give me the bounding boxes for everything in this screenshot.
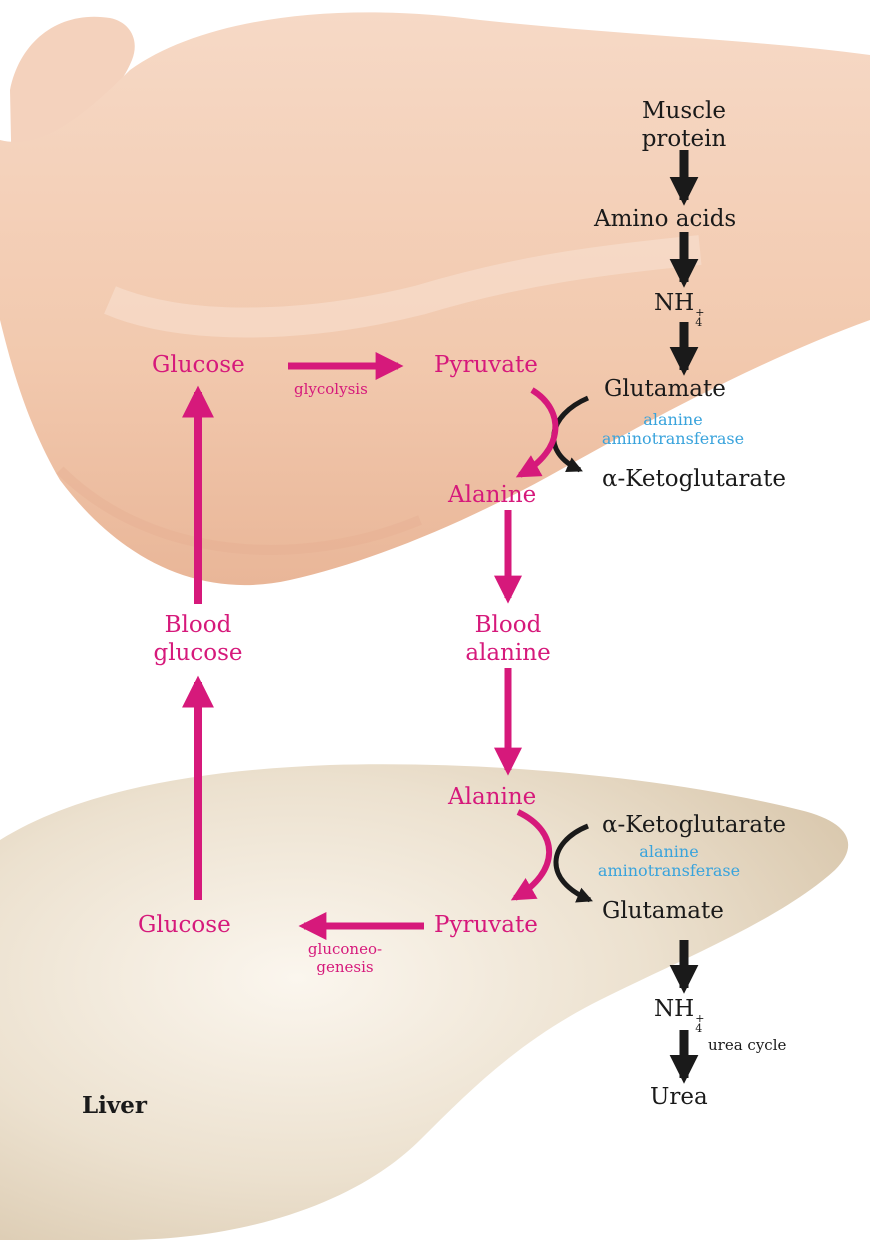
- liver-region-label: Liver: [82, 1092, 147, 1120]
- liver-glutamate-label: Glutamate: [602, 898, 724, 926]
- liver-enzyme-label: alanine aminotransferase: [564, 842, 774, 880]
- blood-glucose-label: Blood glucose: [140, 612, 256, 667]
- liver-nh4-text: NH: [654, 996, 694, 1022]
- liver-glucose-label: Glucose: [138, 912, 231, 940]
- liver-enzyme-line2: aminotransferase: [564, 861, 774, 880]
- muscle-enzyme-line2: aminotransferase: [568, 429, 778, 448]
- muscle-enzyme-label: alanine aminotransferase: [568, 410, 778, 448]
- blood-glucose-line2: glucose: [140, 640, 256, 668]
- muscle-enzyme-line1: alanine: [568, 410, 778, 429]
- urea-label: Urea: [650, 1084, 708, 1112]
- liver-alpha-ketoglutarate-label: α-Ketoglutarate: [602, 812, 786, 840]
- liver-enzyme-line1: alanine: [564, 842, 774, 861]
- blood-alanine-line2: alanine: [450, 640, 566, 668]
- muscle-glutamate-label: Glutamate: [604, 376, 726, 404]
- blood-alanine-line1: Blood: [450, 612, 566, 640]
- gluconeogenesis-line1: gluconeo-: [290, 940, 400, 958]
- muscle-protein-label: Muscle protein: [612, 98, 756, 153]
- nh4-subscript: 4: [695, 318, 704, 328]
- amino-acids-label: Amino acids: [594, 206, 736, 234]
- muscle-alanine-label: Alanine: [448, 482, 536, 510]
- nh4-text: NH: [654, 290, 694, 316]
- liver-nh4-label: NH+4: [654, 996, 704, 1034]
- urea-cycle-label: urea cycle: [708, 1036, 786, 1054]
- muscle-pyruvate-label: Pyruvate: [434, 352, 538, 380]
- muscle-glucose-label: Glucose: [152, 352, 245, 380]
- liver-alanine-label: Alanine: [448, 784, 536, 812]
- muscle-protein-line2: protein: [612, 126, 756, 154]
- blood-alanine-label: Blood alanine: [450, 612, 566, 667]
- glycolysis-label: glycolysis: [294, 380, 368, 398]
- muscle-nh4-label: NH+4: [654, 290, 704, 328]
- liver-pyruvate-label: Pyruvate: [434, 912, 538, 940]
- muscle-alpha-ketoglutarate-label: α-Ketoglutarate: [602, 466, 786, 494]
- liver-nh4-subscript: 4: [695, 1024, 704, 1034]
- gluconeogenesis-label: gluconeo- genesis: [290, 940, 400, 976]
- muscle-protein-line1: Muscle: [612, 98, 756, 126]
- gluconeogenesis-line2: genesis: [290, 958, 400, 976]
- blood-glucose-line1: Blood: [140, 612, 256, 640]
